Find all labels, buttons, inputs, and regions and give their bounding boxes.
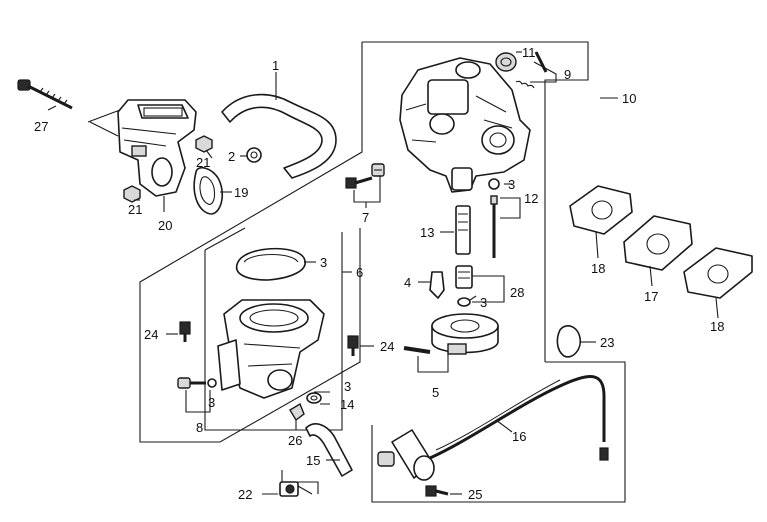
callout-3-jet: 3 <box>508 177 515 192</box>
callout-7: 7 <box>362 210 369 225</box>
part-15-drain-tube <box>305 423 353 477</box>
callout-18-right: 18 <box>710 319 724 334</box>
callout-19: 19 <box>234 185 248 200</box>
callout-17: 17 <box>644 289 658 304</box>
part-25-screw <box>425 485 449 497</box>
callout-23: 23 <box>600 335 614 350</box>
part-22-clamp <box>279 481 313 497</box>
callout-8: 8 <box>196 420 203 435</box>
part-6-float-chamber <box>217 299 325 399</box>
callout-3-bottom: 3 <box>480 295 487 310</box>
part-3-o-ring <box>235 247 306 281</box>
callout-3-left: 3 <box>208 395 215 410</box>
leader-lines <box>47 51 719 495</box>
callout-26: 26 <box>288 433 302 448</box>
part-18-gasket-upper <box>569 185 633 235</box>
callout-12: 12 <box>524 191 538 206</box>
callout-24-left: 24 <box>144 327 158 342</box>
part-7-screws <box>345 163 385 189</box>
part-1-breather-hose <box>221 93 337 179</box>
callout-1: 1 <box>272 58 279 73</box>
part-11-cap <box>495 52 517 72</box>
callout-21-top: 21 <box>196 155 210 170</box>
callout-9: 9 <box>564 67 571 82</box>
callout-10: 10 <box>622 91 636 106</box>
callout-14: 14 <box>340 397 354 412</box>
callout-15: 15 <box>306 453 320 468</box>
part-21-nuts <box>123 135 213 203</box>
callout-labels: 1 2 27 21 21 20 19 7 11 9 10 3 12 13 3 6… <box>34 45 724 502</box>
part-17-insulator <box>623 215 693 271</box>
callout-28: 28 <box>510 285 524 300</box>
callout-20: 20 <box>158 218 172 233</box>
callout-4: 4 <box>404 275 411 290</box>
part-4-float-valve <box>429 271 445 299</box>
callout-24-right: 24 <box>380 339 394 354</box>
callout-6: 6 <box>356 265 363 280</box>
callout-16: 16 <box>512 429 526 444</box>
part-8-drain-screw <box>177 377 217 389</box>
callout-2: 2 <box>228 149 235 164</box>
part-fuel-cut-solenoid <box>377 429 435 481</box>
part-14-washer <box>306 392 322 404</box>
part-28-main-jet <box>455 265 473 307</box>
part-16-wire-cable <box>429 375 609 461</box>
callout-13: 13 <box>420 225 434 240</box>
part-19-gasket <box>193 166 224 215</box>
assembly-frames <box>139 41 626 503</box>
callout-18-top: 18 <box>591 261 605 276</box>
part-26-clip <box>289 402 305 422</box>
callout-21-left: 21 <box>128 202 142 217</box>
part-24-screws <box>179 321 359 356</box>
part-5-float-pin <box>403 346 431 354</box>
callout-25: 25 <box>468 487 482 502</box>
part-18-gasket-lower <box>683 247 753 299</box>
callout-22: 22 <box>238 487 252 502</box>
part-13-main-nozzle <box>455 205 471 255</box>
callout-11: 11 <box>522 45 536 60</box>
part-10-carburetor-body <box>399 57 531 193</box>
callout-3-lower: 3 <box>344 379 351 394</box>
part-float <box>431 313 499 355</box>
callout-5: 5 <box>432 385 439 400</box>
part-23-cable-clip <box>556 325 582 358</box>
callout-3-ring: 3 <box>320 255 327 270</box>
part-27-bolt <box>17 79 73 110</box>
callout-27: 27 <box>34 119 48 134</box>
part-20-intake-manifold <box>117 99 197 197</box>
part-2-hose-clip <box>246 147 262 163</box>
part-9-pilot-screw <box>515 51 548 89</box>
part-12-float-needle-pin <box>488 178 500 258</box>
